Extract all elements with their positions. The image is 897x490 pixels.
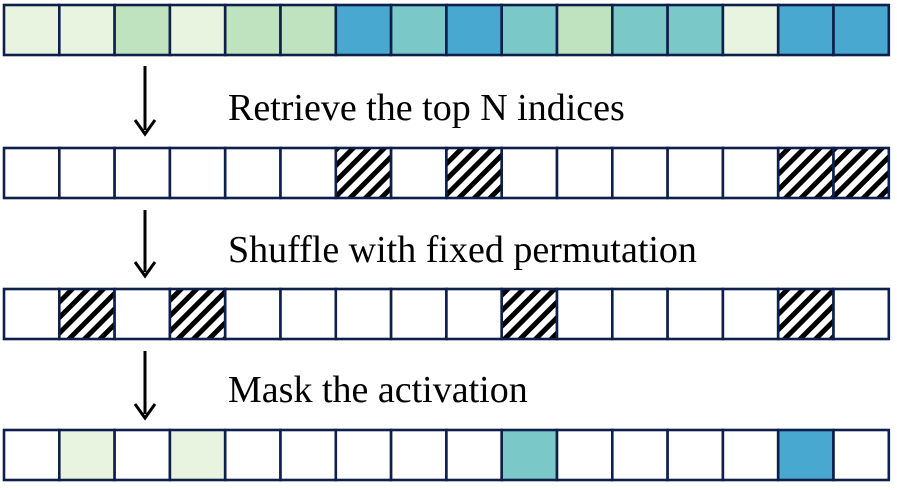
shuffled-row — [2, 287, 891, 341]
cell — [776, 3, 835, 57]
cell — [445, 287, 503, 341]
cell — [445, 3, 503, 57]
cell — [168, 3, 227, 57]
cell — [168, 146, 227, 200]
cell — [555, 3, 614, 57]
cell — [389, 146, 448, 200]
selected-index-cell — [57, 287, 116, 341]
cell — [2, 287, 61, 341]
masked-activation-row — [2, 428, 891, 482]
cell — [721, 287, 780, 341]
cell — [776, 428, 835, 482]
cell — [721, 428, 780, 482]
selected-index-cell — [832, 146, 891, 200]
cell — [610, 146, 669, 200]
cell — [334, 3, 393, 57]
cell — [223, 428, 282, 482]
cell — [113, 3, 172, 57]
down-arrow-icon — [133, 210, 157, 279]
down-arrow-icon — [133, 66, 157, 137]
cell — [555, 146, 614, 200]
cell — [389, 3, 448, 57]
cell — [168, 428, 227, 482]
cell — [555, 428, 614, 482]
cell — [666, 287, 725, 341]
cell — [223, 146, 282, 200]
selected-index-cell — [500, 287, 559, 341]
cell — [610, 3, 669, 57]
cell — [721, 3, 780, 57]
cell — [113, 287, 172, 341]
step-label-retrieve: Retrieve the top N indices — [228, 87, 625, 129]
cell — [610, 428, 669, 482]
cell — [113, 428, 172, 482]
cell — [2, 146, 61, 200]
cell — [500, 428, 559, 482]
cell — [500, 146, 559, 200]
cell — [2, 3, 61, 57]
cell — [113, 146, 172, 200]
cell — [223, 3, 282, 57]
selected-index-cell — [776, 146, 835, 200]
cell — [610, 287, 669, 341]
cell — [334, 287, 393, 341]
top-n-indices-row — [2, 146, 891, 200]
cell — [389, 428, 448, 482]
cell — [279, 146, 338, 200]
cell — [389, 287, 448, 341]
cell — [223, 287, 282, 341]
cell — [832, 428, 891, 482]
cell — [334, 428, 393, 482]
cell — [555, 287, 614, 341]
cell — [666, 146, 725, 200]
cell — [57, 3, 116, 57]
step-label-shuffle: Shuffle with fixed permutation — [228, 229, 697, 271]
selected-index-cell — [776, 287, 835, 341]
cell — [832, 287, 891, 341]
arrows-layer — [133, 66, 157, 421]
cell — [721, 146, 780, 200]
cell — [279, 3, 338, 57]
down-arrow-icon — [133, 351, 157, 421]
cell — [445, 428, 503, 482]
cell — [57, 146, 116, 200]
selected-index-cell — [168, 287, 227, 341]
cell — [666, 428, 725, 482]
selected-index-cell — [445, 146, 503, 200]
activation-row — [2, 3, 891, 57]
cell — [2, 428, 61, 482]
rows-layer — [2, 3, 891, 482]
selected-index-cell — [334, 146, 393, 200]
cell — [832, 3, 891, 57]
cell — [279, 287, 338, 341]
cell — [279, 428, 338, 482]
step-label-mask: Mask the activation — [228, 369, 528, 411]
cell — [57, 428, 116, 482]
cell — [666, 3, 725, 57]
cell — [500, 3, 559, 57]
